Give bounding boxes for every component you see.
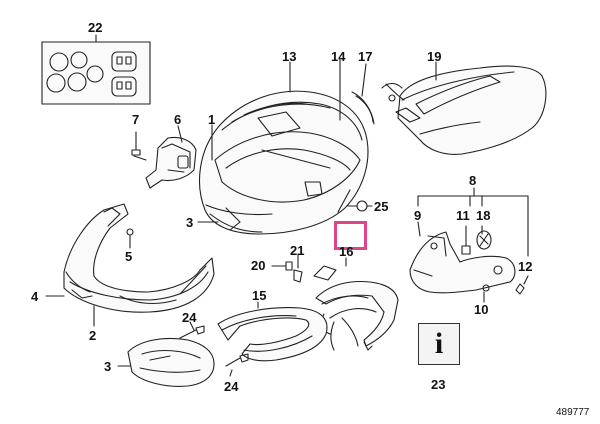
callout-9: 9	[414, 208, 422, 223]
callout-4: 4	[31, 289, 39, 304]
callout-21: 21	[290, 243, 305, 258]
callout-20: 20	[251, 258, 266, 273]
helmet-shell	[199, 90, 369, 235]
callout-17: 17	[358, 49, 373, 64]
callout-11: 11	[456, 208, 470, 223]
callout-12: 12	[518, 259, 533, 274]
callout-8: 8	[469, 173, 477, 188]
callout-14: 14	[331, 49, 346, 64]
callout-25: 25	[374, 199, 389, 214]
screw-7	[131, 131, 147, 161]
callout-2: 2	[89, 328, 97, 343]
chin-bracket	[145, 136, 197, 189]
highlight-box	[334, 221, 367, 250]
plug-25	[347, 200, 373, 212]
pin-24-upper	[179, 325, 205, 339]
diagram-code: 489777	[556, 407, 590, 418]
callout-7: 7	[132, 112, 140, 127]
callout-19: 19	[427, 49, 442, 64]
callout-5: 5	[125, 249, 133, 264]
helmet-bag	[381, 65, 547, 155]
callout-3-lower: 3	[104, 359, 112, 374]
callout-15: 15	[252, 288, 267, 303]
callout-1: 1	[208, 112, 216, 127]
callout-6: 6	[174, 112, 182, 127]
fittings-20-21	[271, 253, 303, 283]
lining-ring	[217, 307, 328, 362]
callout-16: 16	[339, 244, 354, 259]
vent-bracket	[409, 231, 516, 294]
sticker-set	[41, 41, 151, 105]
info-symbol: i	[434, 327, 444, 360]
callout-18: 18	[476, 208, 491, 223]
neck-roll	[313, 265, 399, 351]
info-icon: i	[418, 323, 460, 365]
ear-pad	[127, 337, 215, 387]
callout-22: 22	[88, 20, 103, 35]
callout-24-lower: 24	[224, 379, 239, 394]
callout-23: 23	[431, 377, 446, 392]
callout-10: 10	[474, 302, 489, 317]
callout-24-upper: 24	[182, 310, 197, 325]
callout-3-upper: 3	[186, 215, 194, 230]
pin-24-lower	[225, 353, 249, 367]
chin-guard	[63, 203, 215, 313]
screw-5	[126, 228, 134, 249]
vent-parts	[461, 230, 529, 295]
callout-13: 13	[282, 49, 297, 64]
